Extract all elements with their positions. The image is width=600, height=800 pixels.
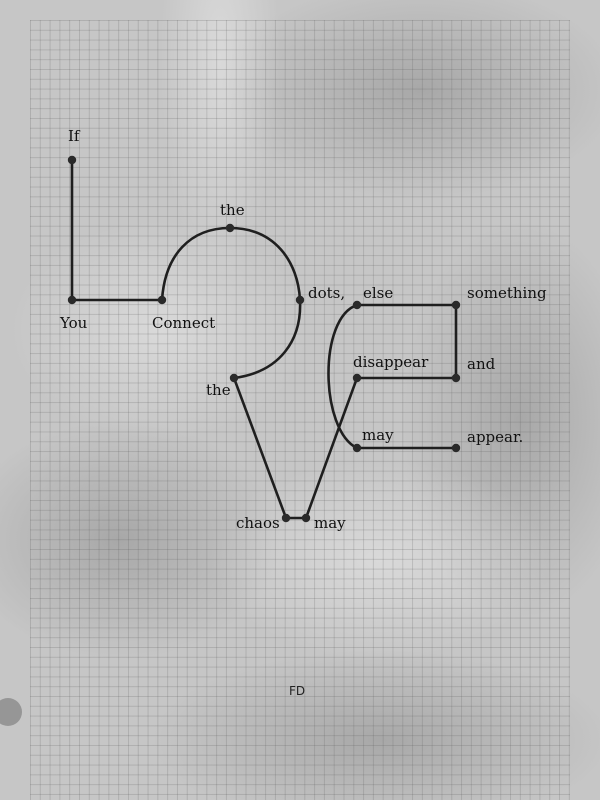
curve-the-dots [228,226,302,302]
dot-may-bottom [301,513,311,523]
word-appear: appear. [467,428,524,446]
word-chaos: chaos [236,514,280,532]
word-if: If [68,127,80,145]
word-and: and [467,355,496,373]
dot-the-top [225,223,235,233]
dot-you [67,295,77,305]
line-the-chaos [232,376,288,520]
curve-else-may [327,303,359,450]
dot-if [67,155,77,165]
dot-and [451,373,461,383]
dot-chaos [281,513,291,523]
word-else: else [363,284,394,302]
dot-the-left [229,373,239,383]
word-you: You [60,314,88,332]
word-disappear: disappear [353,353,429,371]
word-something: something [467,284,547,302]
dot-appear [451,443,461,453]
dot-connect [157,295,167,305]
word-may-bottom: may [314,514,346,532]
curve-connect-the [160,226,232,302]
line-may-disappear [304,376,359,520]
word-connect: Connect [152,314,216,332]
dot-something [451,300,461,310]
dot-dots [295,295,305,305]
word-the-left: the [206,381,231,399]
graph-paper-grid [30,20,570,800]
dot-disappear [352,373,362,383]
word-may-right: may [362,426,394,444]
word-the-top: the [220,201,245,219]
dot-may-right [352,443,362,453]
curve-dots-the [232,298,302,380]
dot-else [352,300,362,310]
signature-initials: FD [289,684,306,698]
word-dots: dots, [308,284,346,302]
